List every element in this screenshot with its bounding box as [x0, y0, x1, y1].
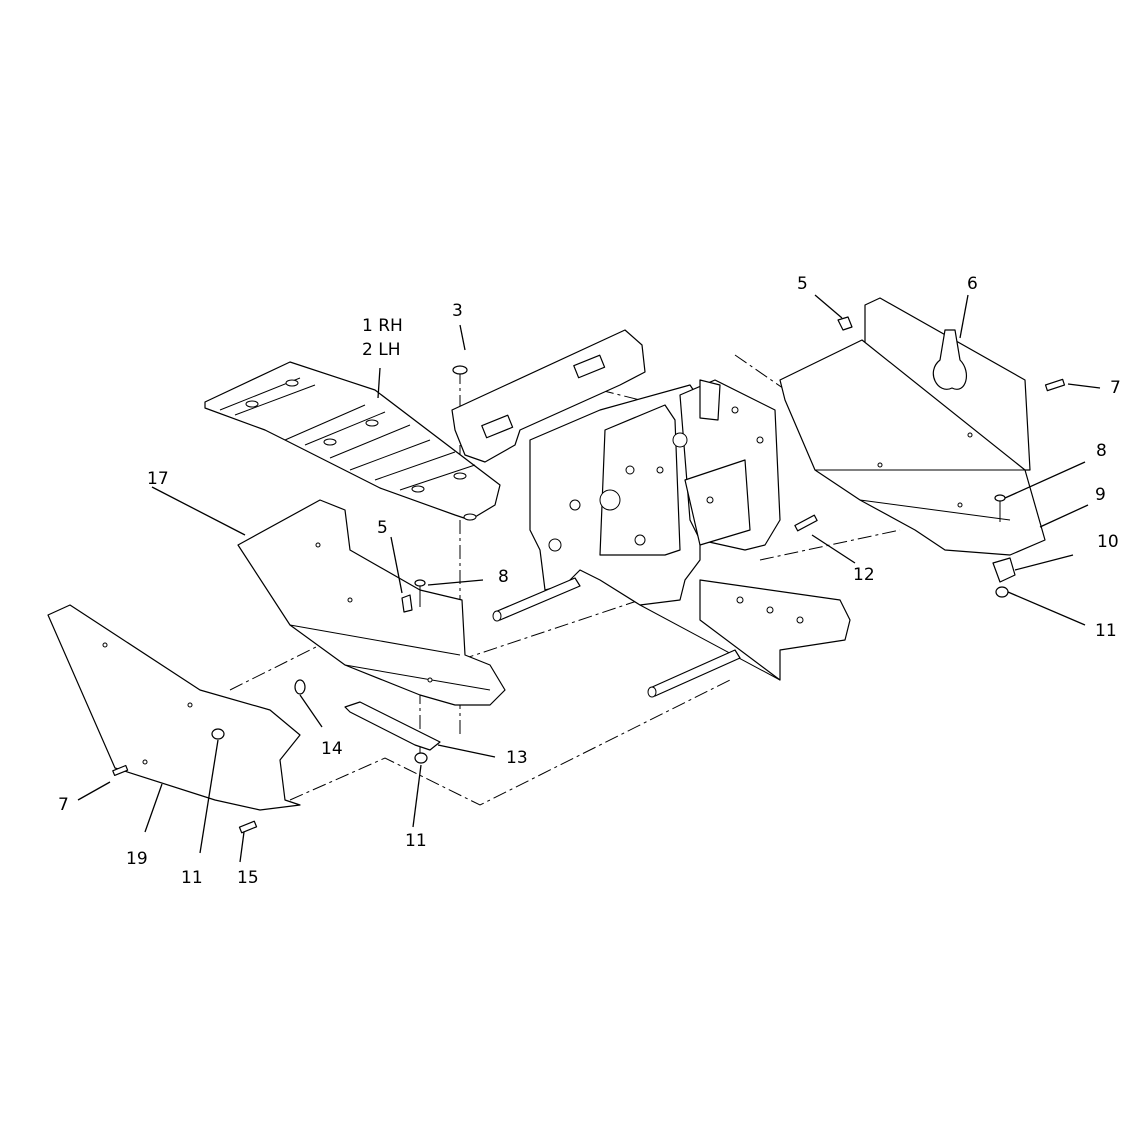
bolt	[112, 764, 129, 777]
footrest-plate	[204, 361, 501, 521]
callout-8-right: 8	[1096, 441, 1107, 461]
main-frame	[451, 329, 851, 681]
footrest-hole	[365, 419, 379, 427]
callout-3: 3	[452, 301, 463, 321]
nut	[414, 752, 428, 764]
callout-19: 19	[126, 849, 148, 869]
clip	[992, 557, 1016, 583]
footrest-hole	[285, 379, 299, 387]
nut	[995, 586, 1009, 598]
callout-14: 14	[321, 739, 343, 759]
callout-13: 13	[506, 748, 528, 768]
front-skirt	[47, 604, 301, 811]
callout-11-left: 11	[181, 868, 203, 888]
footrest-hole	[463, 513, 477, 521]
callout-7-right: 7	[1110, 378, 1121, 398]
bracket	[344, 701, 441, 751]
callout-9: 9	[1095, 485, 1106, 505]
callout-5-right: 5	[797, 274, 808, 294]
footrest-hole	[411, 485, 425, 493]
nut	[211, 728, 225, 740]
hardware	[112, 316, 1066, 834]
carriage-bolt	[452, 365, 468, 384]
callout-12: 12	[853, 565, 875, 585]
callouts: 1 RH 2 LH 3 5 6 7 8 9 10 11 12 17 5 8 14…	[58, 274, 1121, 888]
left-side-panel	[237, 499, 506, 706]
callout-11-right: 11	[1095, 621, 1117, 641]
callout-6: 6	[967, 274, 978, 294]
bolt	[794, 514, 818, 532]
footrest-hole	[453, 472, 467, 480]
clip	[401, 594, 413, 613]
callout-8-left: 8	[498, 567, 509, 587]
callout-11-center: 11	[405, 831, 427, 851]
callout-10: 10	[1097, 532, 1119, 552]
callout-2-lh: 2 LH	[362, 340, 400, 360]
axle-rods	[492, 577, 741, 698]
leader-lines	[77, 294, 1101, 863]
footrest-hole	[323, 438, 337, 446]
footrest-hole	[245, 400, 259, 408]
callout-7-left: 7	[58, 795, 69, 815]
callout-5-left: 5	[377, 518, 388, 538]
callout-15: 15	[237, 868, 259, 888]
callout-17: 17	[147, 469, 169, 489]
right-side-panel	[779, 297, 1046, 556]
bolt	[238, 820, 258, 834]
bolt	[1044, 378, 1066, 392]
nut	[294, 679, 306, 695]
clip	[837, 316, 853, 331]
callout-1-rh: 1 RH	[362, 316, 403, 336]
